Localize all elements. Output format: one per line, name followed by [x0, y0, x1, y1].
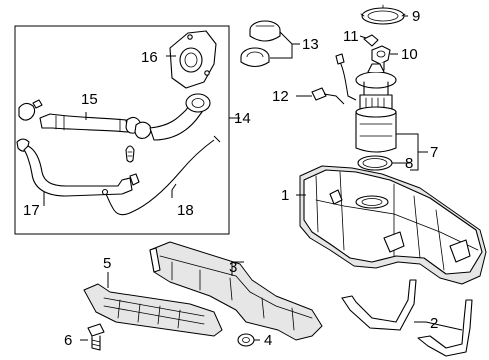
callout-10: 10 [401, 46, 418, 63]
filler-hose-assembly [18, 93, 211, 141]
callout-4: 4 [264, 332, 272, 349]
fuel-pump-module [335, 53, 397, 153]
callout-2: 2 [430, 315, 438, 332]
tank-straps [341, 279, 473, 357]
callout-15: 15 [81, 91, 98, 108]
hose-clip [125, 145, 135, 163]
callout-16: 16 [141, 49, 158, 66]
callout-11: 11 [343, 28, 359, 45]
callout-18: 18 [177, 202, 194, 219]
leader-lines [43, 15, 463, 341]
fuel-cap [249, 20, 281, 42]
skid-plate [83, 283, 223, 337]
callout-6: 6 [64, 332, 72, 349]
filler-housing-shield [169, 30, 217, 89]
callout-1: 1 [281, 187, 289, 204]
heat-shield [149, 241, 323, 341]
callout-8: 8 [405, 155, 413, 172]
nut [237, 333, 255, 347]
fuel-level-sender [311, 87, 345, 105]
bolt [87, 323, 105, 351]
callout-17: 17 [23, 202, 40, 219]
vapor-line [101, 135, 221, 216]
vent-hose [16, 138, 140, 197]
callout-3: 3 [229, 259, 237, 276]
lock-ring [360, 4, 406, 25]
callout-9: 9 [412, 8, 420, 25]
filler-group-frame [14, 25, 230, 235]
callout-12: 12 [272, 88, 289, 105]
callout-13: 13 [302, 36, 319, 53]
cap-gasket [240, 47, 270, 68]
callout-7: 7 [430, 144, 438, 161]
pump-seal [357, 155, 393, 171]
fuel-tank [299, 165, 487, 285]
connector-clip [363, 34, 379, 47]
callout-5: 5 [103, 255, 111, 272]
callout-14: 14 [234, 110, 251, 127]
